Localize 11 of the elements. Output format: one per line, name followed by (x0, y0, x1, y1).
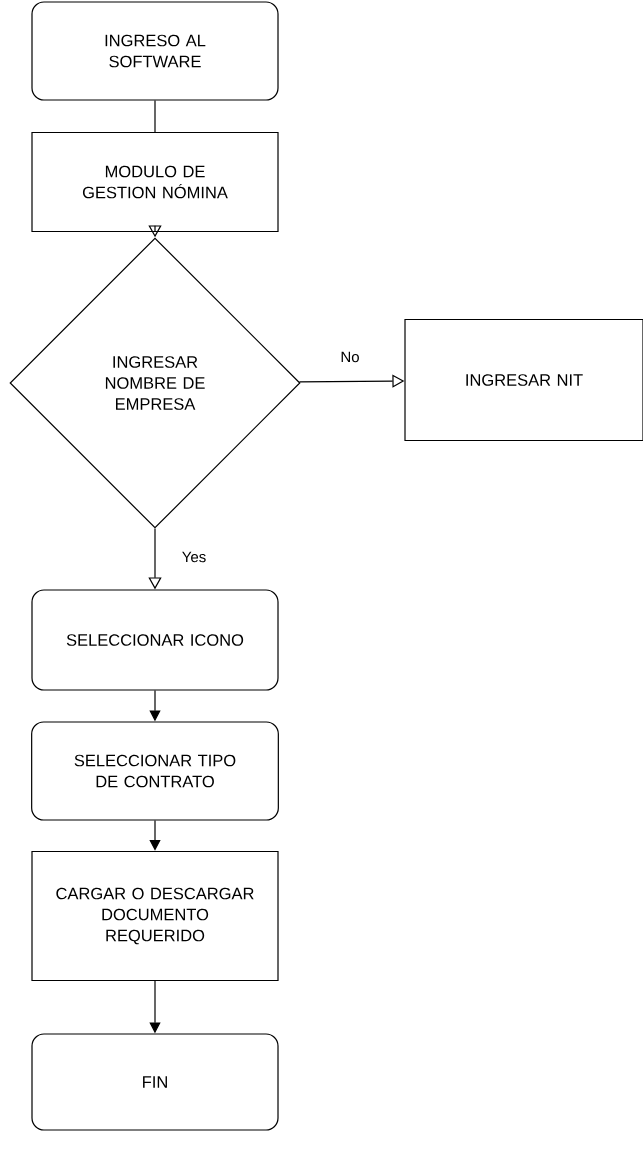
process-box: MODULO DE GESTION NÓMINA (31, 131, 279, 233)
rounded-box: SELECCIONAR TIPO DE CONTRATO (31, 721, 279, 821)
connector-line (154, 100, 156, 133)
edge-label: Yes (180, 550, 208, 564)
arrow (149, 820, 161, 851)
process-box: CARGAR O DESCARGAR DOCUMENTO REQUERIDO (31, 850, 279, 982)
edge-label: No (339, 350, 361, 364)
rounded-box: FIN (31, 1033, 279, 1131)
process-box: INGRESAR NIT (404, 318, 643, 442)
rounded-box: INGRESO AL SOFTWARE (31, 1, 279, 101)
rounded-box: SELECCIONAR ICONO (31, 589, 279, 691)
